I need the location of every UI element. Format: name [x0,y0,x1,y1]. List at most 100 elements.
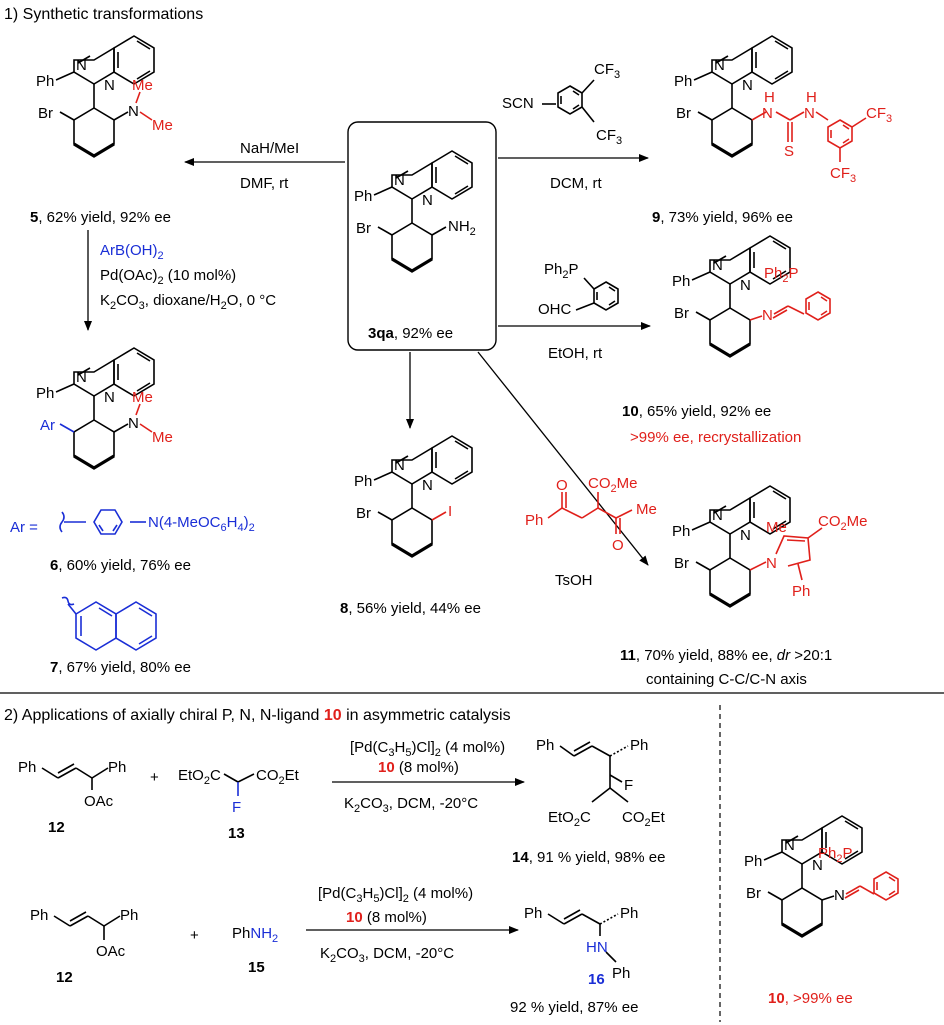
eto2c-label-14: EtO2C [548,809,591,829]
svg-text:Ph: Ph [672,273,690,290]
structure-ligand-10: N N Ph Br N Ph2P [744,814,899,938]
ph2p-label-10: Ph2P [764,265,799,285]
svg-text:Ph: Ph [536,737,554,754]
svg-text:Br: Br [674,555,689,572]
svg-text:I: I [448,503,452,520]
cf3-label-2: CF3 [596,127,622,147]
svg-text:F: F [232,799,241,816]
svg-text:N: N [76,369,87,386]
cond1-rxn2: [Pd(C3H5)Cl]2 (4 mol%) [318,885,473,905]
co2me-11: CO2Me [818,513,867,533]
structure-7-naphthyl [61,596,157,651]
svg-text:Br: Br [356,505,371,522]
svg-text:Ph: Ph [108,759,126,776]
ph2p-label-ligand: Ph2P [818,845,853,865]
svg-text:N: N [714,57,725,74]
co2et-label-14: CO2Et [622,809,666,829]
svg-text:Me: Me [152,429,173,446]
svg-text:Ph: Ph [525,512,543,529]
cond2-rxn2: 10 (8 mol%) [346,909,427,926]
svg-text:Me: Me [132,77,153,94]
plus-2: + [190,927,199,944]
svg-text:F: F [624,777,633,794]
caption-14: 14, 91 % yield, 98% ee [512,849,665,866]
caption-10: 10, 65% yield, 92% ee [622,403,771,420]
cond1-rxn1: [Pd(C3H5)Cl]2 (4 mol%) [350,739,505,759]
svg-text:OAc: OAc [84,793,114,810]
svg-text:Br: Br [746,885,761,902]
svg-text:Ph: Ph [792,583,810,600]
structure-11: N N Ph Br N Me CO2Me Ph [672,484,867,608]
svg-text:N: N [104,389,115,406]
svg-text:N: N [712,257,723,274]
svg-text:Br: Br [38,105,53,122]
reagent-13: EtO2C CO2Et F 13 [178,767,300,842]
svg-text:N: N [76,57,87,74]
plus-1: + [150,769,159,786]
svg-text:N: N [394,172,405,189]
svg-text:O: O [612,537,624,554]
cf3-label-4: CF3 [830,165,856,185]
svg-text:Ar: Ar [40,417,55,434]
svg-text:Br: Br [674,305,689,322]
caption-6: 6, 60% yield, 76% ee [50,557,191,574]
eto2c-label: EtO2C [178,767,221,787]
svg-text:N: N [128,415,139,432]
structure-9: N N Ph Br N H S N H CF3 CF3 [674,34,892,185]
note-10: >99% ee, recrystallization [630,429,801,446]
cond2-rxn1: 10 (8 mol%) [378,759,459,776]
svg-text:N: N [422,192,433,209]
substrate-12-b: Ph Ph OAc 12 [30,907,138,986]
svg-text:Ph: Ph [630,737,648,754]
svg-text:OAc: OAc [96,943,126,960]
center-compound-box [347,121,497,351]
structure-5: N N Ph Br N Me Me [36,34,173,158]
svg-text:12: 12 [56,969,73,986]
cond3-rxn2: K2CO3, DCM, -20°C [320,945,454,965]
reagent-to6-3: K2CO3, dioxane/H2O, 0 °C [100,292,276,312]
svg-text:Ph: Ph [36,73,54,90]
svg-text:Ph: Ph [36,385,54,402]
svg-text:N: N [104,77,115,94]
svg-text:N: N [766,555,777,572]
svg-text:Me: Me [132,389,153,406]
wavy-bond-icon [59,511,65,533]
svg-text:O: O [556,477,568,494]
caption-8: 8, 56% yield, 44% ee [340,600,481,617]
svg-text:Ph: Ph [120,907,138,924]
reagent-diketone: Ph O CO2Me O Me [525,475,657,554]
product-14: Ph Ph F EtO2C CO2Et [536,737,666,829]
svg-text:Ph: Ph [18,759,36,776]
svg-text:S: S [784,143,794,160]
cf3-label-3: CF3 [866,105,892,125]
svg-text:Me: Me [152,117,173,134]
svg-text:N: N [784,837,795,854]
section2-title: 2) Applications of axially chiral P, N, … [4,707,511,724]
reagent-to6-1: ArB(OH)2 [100,242,164,262]
svg-text:Ph: Ph [672,523,690,540]
svg-text:N: N [712,507,723,524]
svg-text:12: 12 [48,819,65,836]
caption-7: 7, 67% yield, 80% ee [50,659,191,676]
svg-text:Ph: Ph [354,473,372,490]
svg-text:Ph: Ph [674,73,692,90]
structure-8: N N Ph Br I [354,434,474,558]
cf3-label-1: CF3 [594,61,620,81]
caption-3qa: 3qa, 92% ee [368,325,453,342]
svg-text:Me: Me [636,501,657,518]
svg-text:Ph: Ph [354,188,372,205]
svg-text:Ph: Ph [524,905,542,922]
aryl-ring-6 [93,509,123,535]
svg-text:N: N [740,277,751,294]
svg-text:N: N [762,307,773,324]
caption-16: 92 % yield, 87% ee [510,999,638,1016]
cond3-rxn1: K2CO3, DCM, -20°C [344,795,478,815]
svg-text:13: 13 [228,825,245,842]
substrate-12-a: Ph Ph OAc 12 [18,759,126,836]
reagent-to9-bottom: DCM, rt [550,175,602,192]
co2me-reagent: CO2Me [588,475,637,495]
reagent-to11-bottom: TsOH [555,572,593,589]
note-11: containing C-C/C-N axis [646,671,807,688]
reagent-to10-bottom: EtOH, rt [548,345,603,362]
